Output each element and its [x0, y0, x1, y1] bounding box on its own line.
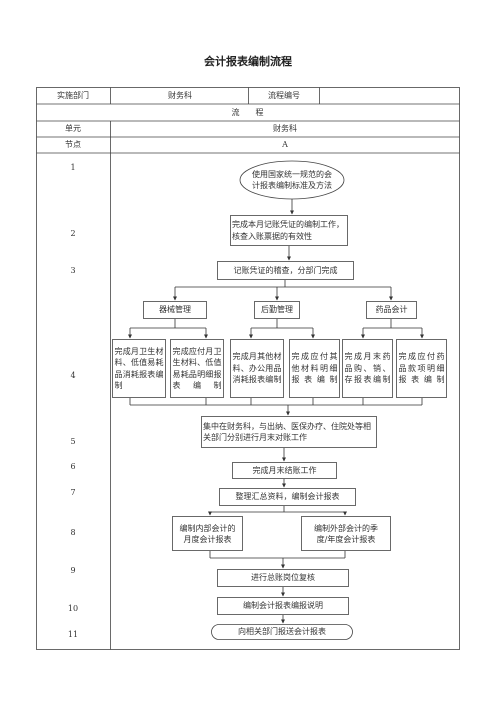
step-2-text: 完成本月记账凭证的编制工作，核查入账票据的有效性 [232, 220, 344, 241]
step-7-text: 整理汇总资料，编制会计报表 [235, 492, 340, 502]
step-8b-box: 编制外部会计的季度/年度会计报表 [303, 518, 389, 550]
report-box-2: 完成应付月卫生材料、低值易耗品明细报表编制 [172, 341, 222, 396]
step-10-box: 编制会计报表编报说明 [218, 598, 348, 614]
dept-label: 实施部门 [57, 91, 89, 100]
step-number: 11 [67, 630, 79, 639]
step-10-text: 编制会计报表编报说明 [243, 601, 323, 611]
step-number: 9 [70, 566, 76, 575]
table-grid [36, 87, 460, 650]
step-8b-text: 编制外部会计的季度/年度会计报表 [314, 523, 378, 545]
step-9-box: 进行总账岗位复核 [218, 570, 348, 586]
step-9-text: 进行总账岗位复核 [251, 573, 315, 583]
document-title: 会计报表编制流程 [204, 55, 292, 68]
report-text-4: 完成应付其他材料明细报表编制 [291, 352, 338, 385]
report-box-5: 完成月末药品购、销、存报表编制 [344, 341, 391, 396]
start-ellipse: 使用国家统一规范的会计报表编制标准及方法 [252, 163, 332, 197]
step-5-box: 集中在财务科，与出纳、医保办疗、住院处等相关部门分别进行月末对账工作 [203, 417, 375, 447]
start-text: 使用国家统一规范的会计报表编制标准及方法 [252, 169, 332, 191]
dept-logistics-box: 后勤管理 [255, 302, 299, 318]
dept-value: 财务科 [168, 91, 192, 100]
dept-pharmacy-text: 药品会计 [375, 305, 408, 315]
step-number: 3 [70, 266, 76, 275]
report-text-6: 完成应付药品款项明细报表编制 [398, 352, 445, 385]
step-3-box: 记账凭证的稽查，分部门完成 [218, 262, 353, 279]
end-text: 向相关部门报送会计报表 [238, 627, 326, 637]
unit-value: 财务科 [273, 124, 297, 133]
report-text-1: 完成月卫生材料、低值易耗品消耗报表编制 [114, 346, 164, 391]
dept-equipment-box: 器械管理 [144, 302, 206, 318]
node-value: A [282, 140, 288, 149]
step-7-box: 整理汇总资料，编制会计报表 [220, 489, 355, 505]
report-box-1: 完成月卫生材料、低值易耗品消耗报表编制 [114, 341, 164, 396]
report-text-2: 完成应付月卫生材料、低值易耗品明细报表编制 [172, 346, 222, 391]
report-box-3: 完成月其他材料、办公用品消耗报表编制 [232, 341, 282, 396]
report-text-5: 完成月末药品购、销、存报表编制 [344, 352, 391, 385]
dept-pharmacy-box: 药品会计 [367, 302, 416, 318]
step-6-text: 完成月末结账工作 [252, 465, 317, 475]
step-3-text: 记账凭证的稽查，分部门完成 [233, 265, 338, 275]
step-number: 5 [70, 437, 76, 446]
step-number: 6 [70, 462, 76, 471]
step-number: 10 [67, 604, 79, 613]
process-code-label: 流程编号 [268, 91, 300, 100]
step-number: 1 [70, 163, 76, 172]
flow-heading: 流 程 [231, 108, 264, 117]
step-8a-text: 编制内部会计的月度会计报表 [179, 523, 236, 545]
end-terminal: 向相关部门报送会计报表 [212, 625, 352, 639]
step-number: 7 [70, 488, 76, 497]
node-label: 节点 [65, 140, 81, 149]
report-box-6: 完成应付药品款项明细报表编制 [398, 341, 445, 396]
flow-shapes [112, 160, 447, 640]
step-number: 4 [70, 371, 76, 380]
unit-label: 单元 [65, 124, 81, 133]
report-text-3: 完成月其他材料、办公用品消耗报表编制 [232, 352, 282, 385]
step-number: 2 [70, 229, 76, 238]
dept-logistics-text: 后勤管理 [261, 305, 293, 315]
step-5-text: 集中在财务科，与出纳、医保办疗、住院处等相关部门分别进行月末对账工作 [203, 421, 371, 443]
dept-equipment-text: 器械管理 [159, 305, 191, 315]
report-box-4: 完成应付其他材料明细报表编制 [291, 341, 338, 396]
flow-connectors [128, 199, 424, 624]
step-number: 8 [70, 528, 76, 537]
step-6-box: 完成月末结账工作 [233, 463, 336, 478]
step-2-box: 完成本月记账凭证的编制工作，核查入账票据的有效性 [232, 216, 346, 245]
step-8a-box: 编制内部会计的月度会计报表 [174, 518, 241, 550]
